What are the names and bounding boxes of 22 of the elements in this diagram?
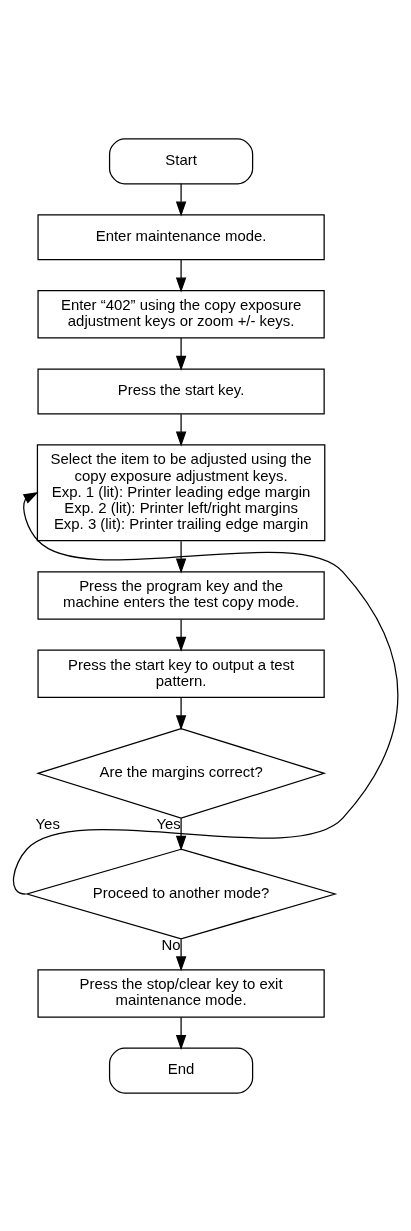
arrow [12, 491, 399, 895]
node-box: Enter maintenance mode. [37, 213, 325, 260]
arrow [175, 1016, 187, 1050]
node-box: Press the program key and the machine enters the test copy mode. [37, 570, 325, 620]
node-box: Press the stop/clear key to exit maintenance mode. [37, 968, 325, 1018]
arrow [175, 618, 187, 652]
node-box: Press the start key. [37, 367, 325, 414]
node-box: End [108, 1047, 254, 1094]
node-diamond: Proceed to another mode? [24, 848, 338, 939]
node-box: Select the item to be adjusted using the copy exposure adjustment keys. Exp. 1 (lit): Printer leading edge margin Exp. 2 (lit): Printer left/right margins Exp. 3 (lit): Printer trailing edge margin [36, 443, 326, 541]
node-box: Start [108, 137, 254, 184]
node-box: Press the start key to output a test pattern. [37, 649, 325, 698]
arrow [175, 817, 187, 851]
arrow [175, 182, 187, 216]
arrow [175, 540, 187, 573]
arrow [175, 696, 187, 730]
node-box: Enter “402” using the copy exposure adjustment keys or zoom +/- keys. [37, 289, 325, 339]
arrow [175, 336, 187, 371]
arrow [175, 413, 187, 446]
arrow [175, 938, 187, 971]
arrow [175, 258, 187, 292]
node-diamond: Are the margins correct? [35, 727, 327, 819]
